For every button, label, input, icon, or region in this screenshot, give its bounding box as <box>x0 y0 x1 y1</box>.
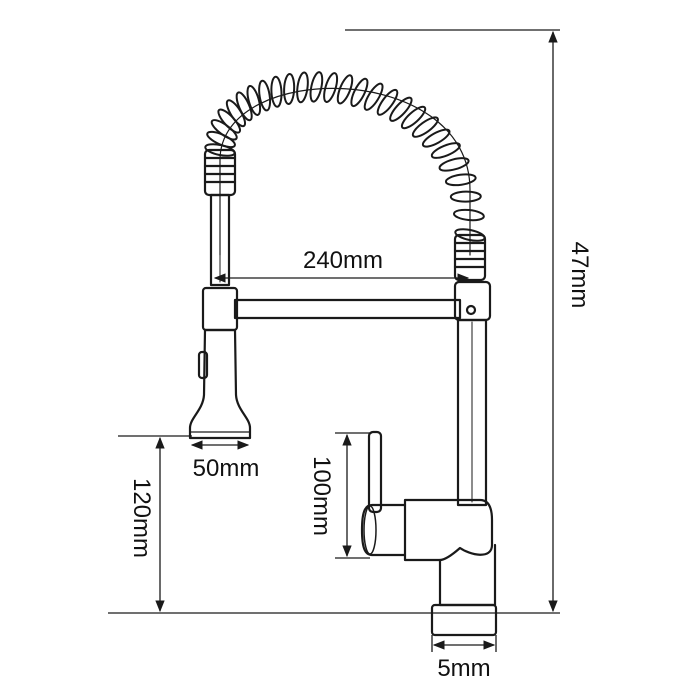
spring-coil <box>309 71 324 103</box>
spring-coil <box>283 73 296 106</box>
spring-coil <box>421 128 451 148</box>
spray-holder <box>201 286 239 332</box>
spring-coil <box>363 82 384 111</box>
spring-coil <box>452 208 485 222</box>
right-spring-collar <box>453 233 487 282</box>
spray-width-label: 50mm <box>193 455 260 482</box>
spring-coil <box>258 79 272 112</box>
main-column <box>456 318 488 507</box>
spring-coil <box>444 173 477 187</box>
spray-button <box>197 350 209 380</box>
spring-coil <box>246 84 262 116</box>
horizontal-arm <box>233 298 462 320</box>
spring-arch-inner <box>219 87 471 256</box>
handle-length-label: 100mm <box>308 456 335 536</box>
spring-coil <box>270 75 283 108</box>
spring-coil <box>376 88 399 116</box>
spring-coil <box>400 105 427 130</box>
clearance-label: 120mm <box>128 478 155 558</box>
handle-lever <box>367 430 383 514</box>
faucet-base <box>430 603 498 637</box>
spring-coil <box>411 116 439 138</box>
spring-coil <box>389 96 413 122</box>
spout-reach-label: 240mm <box>303 247 383 274</box>
spring-coil <box>350 77 369 108</box>
joint-screw <box>465 304 477 316</box>
spring-coil <box>336 74 354 105</box>
spring-coil <box>438 157 470 172</box>
mixer-body <box>360 498 494 562</box>
spring-coil <box>323 72 339 103</box>
dimension-lines <box>108 29 560 652</box>
left-pipe <box>209 193 231 287</box>
spring-coil <box>430 142 461 159</box>
spring-coil <box>296 71 309 104</box>
spring-coils <box>204 71 486 242</box>
spray-head <box>188 328 252 440</box>
spring-coil <box>449 190 482 203</box>
base-width-label: 5mm <box>437 655 490 682</box>
total-height-label: 47mm <box>566 242 593 309</box>
faucet-outline <box>188 71 498 637</box>
